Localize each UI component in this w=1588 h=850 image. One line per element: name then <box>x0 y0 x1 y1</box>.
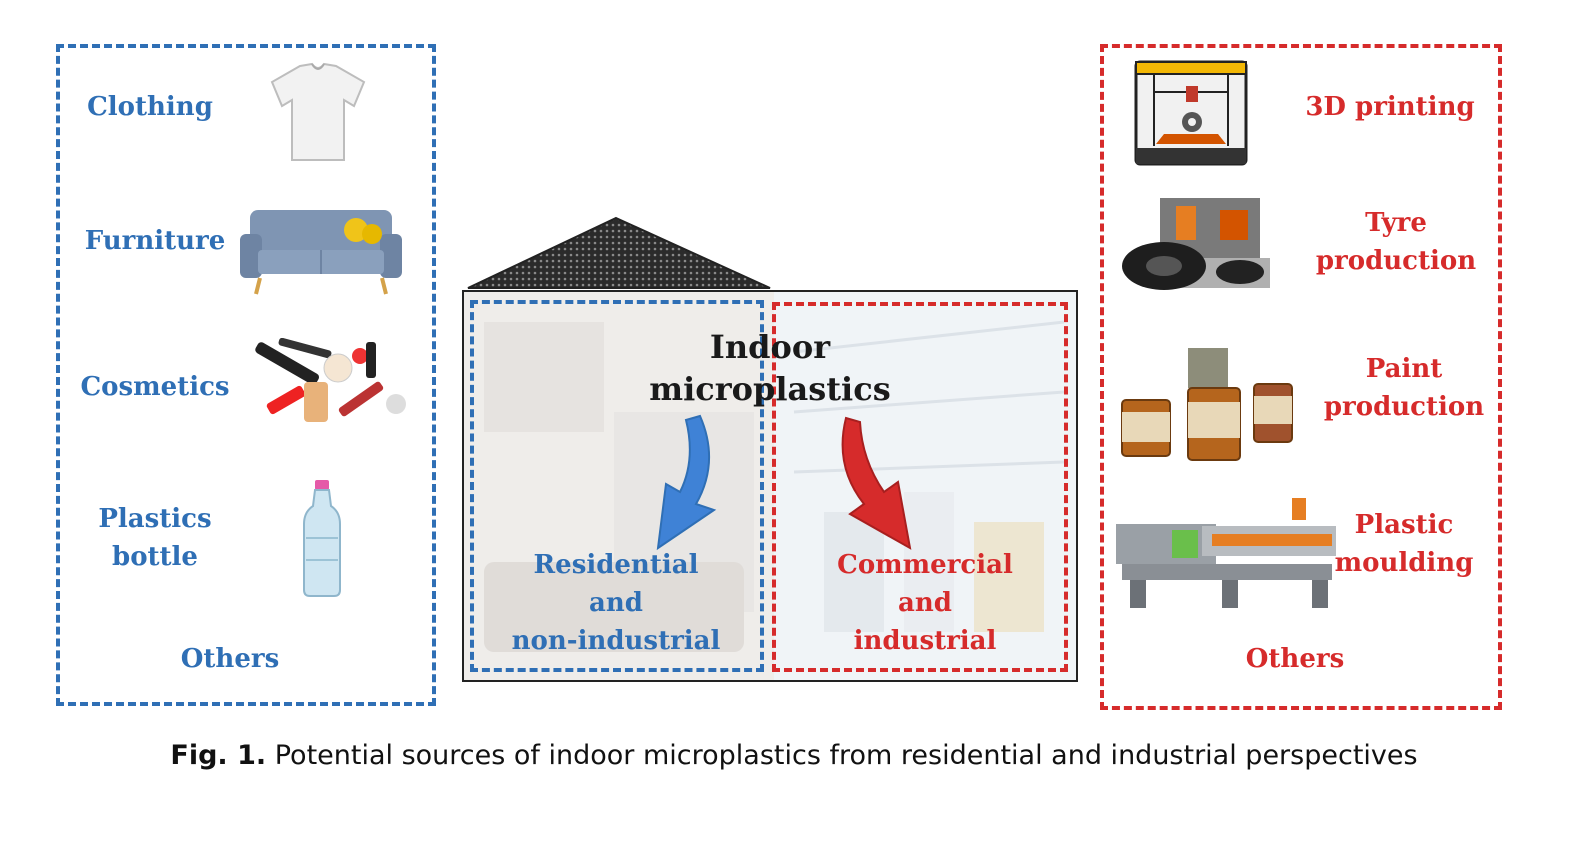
cosmetics-icon <box>255 338 406 422</box>
label-tyre-production: Tyre production <box>1296 204 1496 280</box>
label-paint-production: Paint production <box>1304 350 1504 426</box>
label-moulding-line2: moulding <box>1334 548 1474 578</box>
label-paint-line1: Paint <box>1365 354 1443 384</box>
label-clothing: Clothing <box>87 92 213 122</box>
label-tyre-line2: production <box>1315 246 1477 276</box>
figure-caption: Fig. 1. Potential sources of indoor micr… <box>0 740 1588 771</box>
figure-caption-label: Fig. 1. <box>170 740 267 771</box>
house-roof-icon <box>467 216 771 289</box>
center-title-line2: microplastics <box>649 370 891 408</box>
plastic-bottle-icon <box>303 480 341 597</box>
figure-caption-text: Potential sources of indoor microplastic… <box>274 740 1418 771</box>
moulding-machine-icon <box>1116 498 1336 608</box>
residential-label-line3: non-industrial <box>511 626 721 656</box>
blue-arrow-icon <box>656 414 717 551</box>
label-others-right: Others <box>1245 644 1345 674</box>
label-paint-line2: production <box>1323 392 1485 422</box>
residential-label-line1: Residential <box>533 550 699 580</box>
label-plastics-bottle-line2: bottle <box>112 542 198 572</box>
sofa-icon <box>240 210 402 295</box>
commercial-label-line2: and <box>898 588 952 618</box>
label-3d-printing: 3D printing <box>1305 92 1475 122</box>
3d-printer-icon <box>1134 60 1248 166</box>
red-arrow-icon <box>841 416 912 550</box>
t-shirt-icon <box>270 62 366 161</box>
center-title-line1: Indoor <box>709 328 831 366</box>
label-plastics-bottle-line1: Plastics <box>98 504 212 534</box>
label-furniture: Furniture <box>84 226 226 256</box>
commercial-label-line1: Commercial <box>837 550 1013 580</box>
residential-label-line2: and <box>589 588 643 618</box>
residential-label: Residential and non-industrial <box>486 546 746 660</box>
label-plastic-moulding: Plastic moulding <box>1314 506 1494 582</box>
house-interior-scene <box>462 290 1078 682</box>
label-plastics-bottle: Plastics bottle <box>70 500 240 576</box>
industrial-sources-panel <box>1100 44 1502 710</box>
industrial-zone-frame <box>772 302 1068 672</box>
residential-sources-panel <box>56 44 436 706</box>
paint-cans-icon <box>1121 348 1293 461</box>
tyre-production-icon <box>1122 198 1270 290</box>
label-cosmetics: Cosmetics <box>80 372 230 402</box>
interior-background <box>464 292 1076 680</box>
label-moulding-line1: Plastic <box>1354 510 1454 540</box>
label-others-left: Others <box>180 644 280 674</box>
commercial-label-line3: industrial <box>853 626 997 656</box>
residential-zone-frame <box>470 300 764 672</box>
center-title: Indoor microplastics <box>630 326 910 410</box>
label-tyre-line1: Tyre <box>1365 208 1427 238</box>
commercial-label: Commercial and industrial <box>790 546 1060 660</box>
